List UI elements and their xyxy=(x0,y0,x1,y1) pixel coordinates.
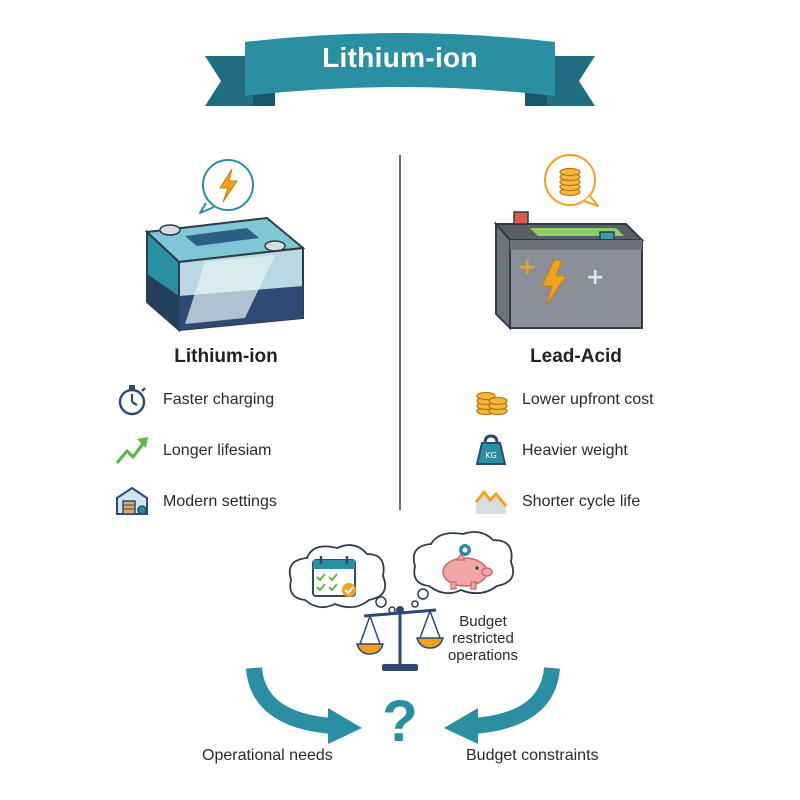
operational-needs-label: Operational needs xyxy=(202,747,333,764)
rising-trend-icon xyxy=(115,437,148,465)
budget-constraints-label: Budget constraints xyxy=(466,747,599,764)
lithium-ion-battery-icon xyxy=(144,216,306,333)
feature-shorter-cycle-life: Shorter cycle life xyxy=(522,493,641,510)
warehouse-gear-icon xyxy=(116,486,148,515)
weight-label: KG xyxy=(485,451,496,460)
question-mark: ? xyxy=(382,689,418,754)
piggy-bank-thought-bubble xyxy=(411,531,515,608)
balance-scale-icon xyxy=(355,606,445,671)
right-curved-arrow-icon xyxy=(444,666,560,744)
column-divider xyxy=(399,155,401,510)
lead-acid-battery-icon: + + xyxy=(493,211,645,331)
coin-stack-icon xyxy=(476,391,508,416)
declining-graph-icon xyxy=(474,490,508,514)
calendar-check-icon xyxy=(312,556,356,597)
feature-modern-settings: Modern settings xyxy=(163,493,277,510)
feature-lower-upfront-cost: Lower upfront cost xyxy=(522,391,654,408)
scale-caption: Budget restricted operations xyxy=(447,613,519,664)
lightning-bubble-icon xyxy=(199,159,254,214)
feature-longer-lifespan: Longer lifesiam xyxy=(163,442,272,459)
left-curved-arrow-icon xyxy=(246,666,362,744)
svg-text:+: + xyxy=(518,255,536,280)
banner-title: Lithium-ion xyxy=(322,42,478,73)
feature-heavier-weight: Heavier weight xyxy=(522,442,628,459)
svg-text:+: + xyxy=(586,265,604,290)
lead-acid-heading: Lead-Acid xyxy=(530,346,622,367)
calendar-thought-bubble xyxy=(288,544,396,614)
stopwatch-icon xyxy=(118,385,146,416)
kettlebell-weight-icon: KG xyxy=(475,434,507,465)
title-ribbon-banner xyxy=(205,33,595,106)
coins-bubble-icon xyxy=(544,154,599,207)
lithium-ion-heading: Lithium-ion xyxy=(174,346,278,367)
piggy-bank-icon xyxy=(442,544,493,590)
feature-faster-charging: Faster charging xyxy=(163,391,275,408)
